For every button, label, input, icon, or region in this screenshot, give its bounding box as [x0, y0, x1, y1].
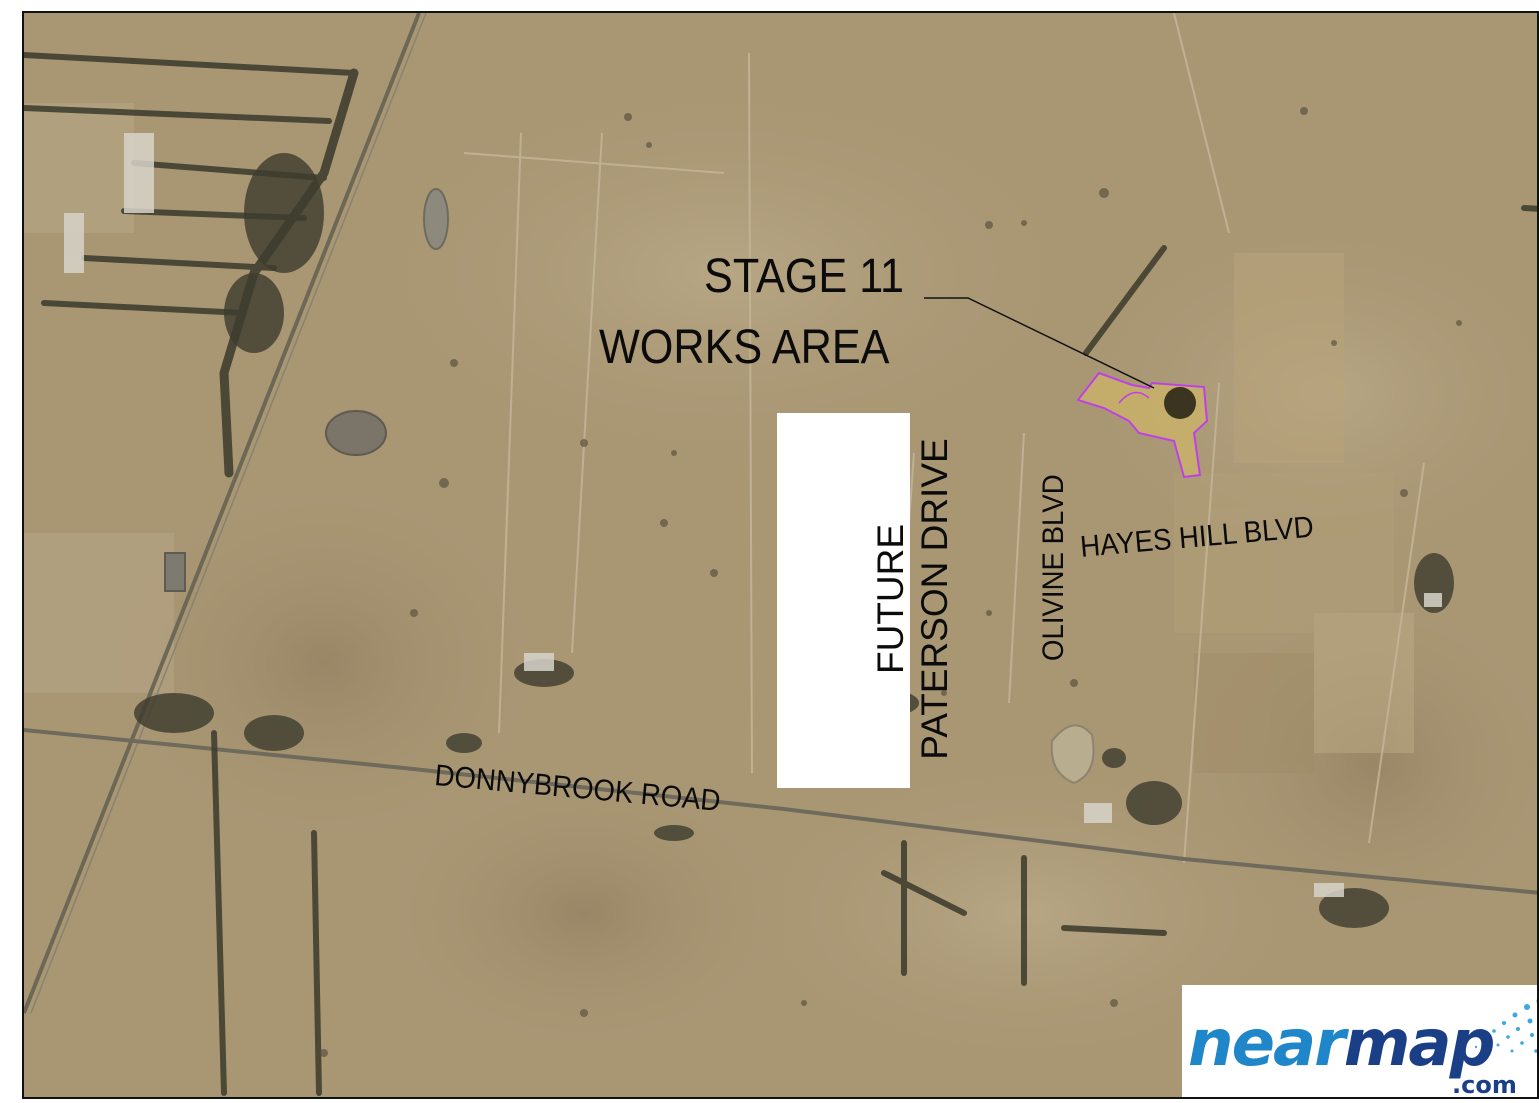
dams	[164, 188, 1095, 785]
donnybrook-road-line	[24, 728, 1537, 895]
railway-edge	[30, 13, 427, 1014]
nearmap-logo: nearmap .com	[1182, 985, 1537, 1097]
olivine-blvd-label: OLIVINE BLVD	[1037, 474, 1070, 661]
logo-map: map	[1344, 1007, 1494, 1081]
works-area-title-line1: STAGE 11	[704, 250, 905, 303]
vegetation	[134, 153, 1454, 928]
railway	[24, 13, 421, 1014]
buildings	[64, 133, 1442, 897]
paterson-label-box	[777, 413, 910, 788]
logo-dots-icon	[1474, 999, 1537, 1055]
leader-line	[924, 297, 1155, 389]
works-area-title-line2: WORKS AREA	[599, 321, 890, 374]
svg-text:nearmap: nearmap	[1188, 1007, 1494, 1081]
paterson-drive-label: FUTURE PATERSON DRIVE	[869, 413, 958, 785]
paddocks	[24, 103, 1414, 773]
works-area-marker[interactable]	[1164, 387, 1196, 419]
paterson-line2: PATERSON DRIVE	[914, 438, 956, 760]
logo-suffix: .com	[1452, 1071, 1517, 1097]
paterson-line1: FUTURE	[870, 523, 911, 675]
scrub-dots	[320, 107, 1462, 1057]
map-frame: STAGE 11 WORKS AREA FUTURE PATERSON DRIV…	[22, 11, 1539, 1099]
aerial-map[interactable]	[24, 13, 1539, 1099]
logo-near: near	[1188, 1007, 1349, 1081]
